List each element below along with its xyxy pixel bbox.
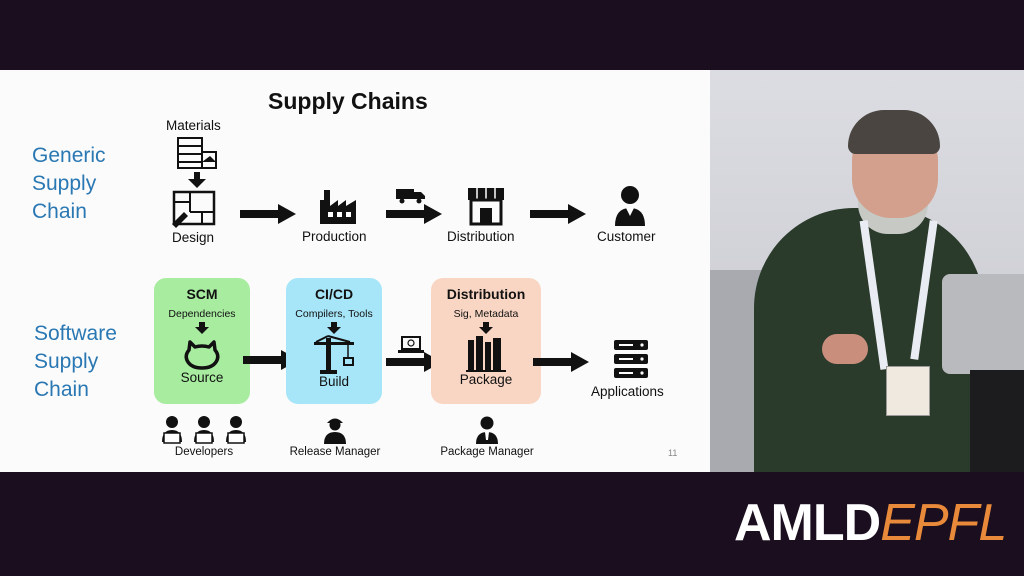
presentation-slide: Supply Chains Generic Supply Chain Mater… xyxy=(0,70,710,472)
role-release-manager-label: Release Manager xyxy=(289,446,381,458)
speaker-hair xyxy=(848,110,940,154)
speaker-hand xyxy=(822,334,868,364)
package-manager-icon xyxy=(476,416,498,444)
arrow-down-icon xyxy=(195,322,209,334)
cicd-box: CI/CD Compilers, Tools Build xyxy=(286,278,382,404)
release-manager-icon xyxy=(324,418,346,444)
cicd-title: CI/CD xyxy=(314,286,354,302)
logo-epfl: EPFL xyxy=(880,494,1007,552)
step-customer-label: Customer xyxy=(597,229,656,244)
developer-icon xyxy=(162,416,182,444)
cicd-label: Build xyxy=(318,374,350,389)
label-line: Supply xyxy=(32,172,97,195)
podium xyxy=(970,370,1024,472)
books-icon xyxy=(466,336,506,372)
step-design-label: Design xyxy=(172,230,215,245)
scm-box: SCM Dependencies Source xyxy=(154,278,250,404)
generic-supply-chain-label: Generic Supply Chain xyxy=(32,142,106,226)
arrow-right-icon xyxy=(386,204,442,224)
distribution-box: Distribution Sig, Metadata Package xyxy=(431,278,541,404)
scm-subtitle: Dependencies xyxy=(168,308,236,320)
arrow-down-icon xyxy=(479,322,493,334)
truck-icon xyxy=(396,189,425,204)
cicd-subtitle: Compilers, Tools xyxy=(295,308,373,320)
step-production-label: Production xyxy=(302,229,367,244)
arrow-down-icon xyxy=(188,172,206,188)
factory-icon xyxy=(320,190,356,224)
blueprint-icon xyxy=(172,190,216,228)
role-package-manager-label: Package Manager xyxy=(440,446,534,458)
scm-label: Source xyxy=(180,370,224,385)
software-supply-chain-label: Software Supply Chain xyxy=(34,320,117,404)
arrow-right-icon xyxy=(530,204,586,224)
laptop xyxy=(942,274,1024,374)
crane-icon xyxy=(314,335,354,374)
arrow-right-icon xyxy=(240,204,296,224)
applications-label: Applications xyxy=(591,384,664,399)
amld-epfl-logo: AMLDEPFL xyxy=(734,493,1007,553)
store-icon xyxy=(468,188,504,226)
distribution-subtitle: Sig, Metadata xyxy=(453,308,519,320)
page-number: 11 xyxy=(668,448,678,458)
speaker-video xyxy=(710,70,1024,472)
laptop-icon xyxy=(398,336,424,353)
distribution-title: Distribution xyxy=(446,286,526,302)
slide-title: Supply Chains xyxy=(268,88,428,114)
label-line: Generic xyxy=(32,144,106,167)
name-badge xyxy=(886,366,930,416)
developer-icon xyxy=(226,416,246,444)
distribution-label: Package xyxy=(459,372,513,387)
label-line: Chain xyxy=(34,378,89,401)
arrow-right-icon xyxy=(533,352,589,372)
server-icon xyxy=(614,340,648,378)
bottom-bar xyxy=(0,472,1024,576)
developer-icon xyxy=(194,416,214,444)
label-line: Supply xyxy=(34,350,99,373)
warehouse-icon xyxy=(177,137,217,169)
materials-label: Materials xyxy=(166,118,221,133)
step-distribution-label: Distribution xyxy=(447,229,515,244)
label-line: Chain xyxy=(32,200,87,223)
label-line: Software xyxy=(34,322,117,345)
scm-title: SCM xyxy=(186,286,218,302)
arrow-down-icon xyxy=(327,322,341,334)
role-developers-label: Developers xyxy=(174,446,234,458)
developers-icons xyxy=(160,414,248,444)
logo-amld: AMLD xyxy=(734,494,881,552)
customer-icon xyxy=(615,186,645,226)
github-icon xyxy=(184,340,220,370)
